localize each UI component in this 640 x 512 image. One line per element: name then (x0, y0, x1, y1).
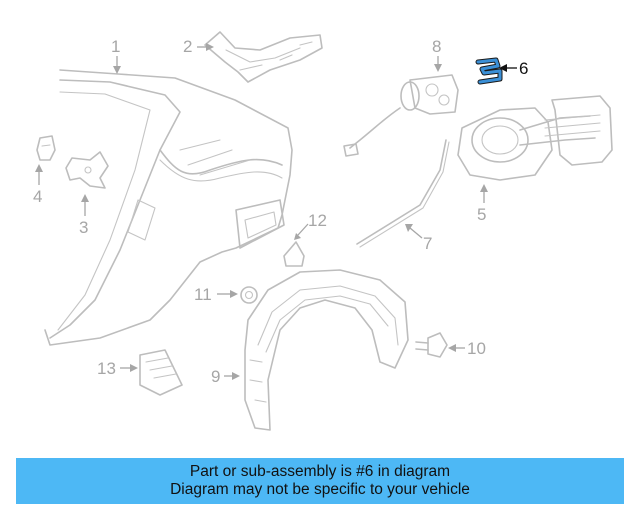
callout-1: 1 (111, 37, 121, 74)
svg-text:3: 3 (79, 218, 88, 237)
callout-5: 5 (477, 184, 488, 224)
svg-text:13: 13 (97, 359, 116, 378)
part-12-clip (283, 241, 305, 267)
part-9-wheel-liner (244, 269, 409, 431)
part-10-bolt (415, 332, 448, 358)
part-11-push-clip (240, 286, 258, 304)
part-13-vent (139, 349, 183, 396)
callout-9: 9 (211, 367, 240, 386)
callout-10: 10 (448, 339, 486, 358)
svg-text:2: 2 (183, 37, 192, 56)
callout-2: 2 (183, 37, 214, 56)
svg-text:6: 6 (519, 59, 528, 78)
parts-diagram: 1 2 3 4 5 6 7 8 9 10 (33, 31, 613, 431)
part-5-fuel-door-housing (457, 95, 613, 181)
callout-11: 11 (194, 285, 238, 304)
svg-text:1: 1 (111, 37, 120, 56)
callout-4: 4 (33, 164, 43, 206)
svg-text:10: 10 (467, 339, 486, 358)
part-2-bracket (204, 31, 323, 83)
svg-text:4: 4 (33, 187, 42, 206)
part-1-quarter-panel (44, 69, 293, 346)
part-8-actuator (343, 74, 459, 157)
svg-text:7: 7 (423, 234, 432, 253)
part-7-cable (356, 139, 450, 248)
svg-text:12: 12 (308, 211, 327, 230)
callout-8: 8 (432, 37, 442, 72)
banner-line-disclaimer: Diagram may not be specific to your vehi… (170, 481, 470, 498)
svg-text:5: 5 (477, 205, 486, 224)
svg-text:11: 11 (194, 285, 212, 304)
part-6-clip-highlighted (475, 57, 503, 85)
callout-13: 13 (97, 359, 138, 378)
callout-12: 12 (294, 211, 327, 240)
part-3-plate (65, 151, 109, 189)
callout-7: 7 (405, 224, 432, 253)
callout-6: 6 (499, 59, 528, 78)
svg-text:9: 9 (211, 367, 220, 386)
svg-text:8: 8 (432, 37, 441, 56)
banner-line-part-number: Part or sub-assembly is #6 in diagram (189, 463, 451, 480)
info-banner: Part or sub-assembly is #6 in diagram Di… (16, 458, 624, 504)
part-4-clip (36, 135, 56, 161)
callout-3: 3 (79, 194, 89, 237)
